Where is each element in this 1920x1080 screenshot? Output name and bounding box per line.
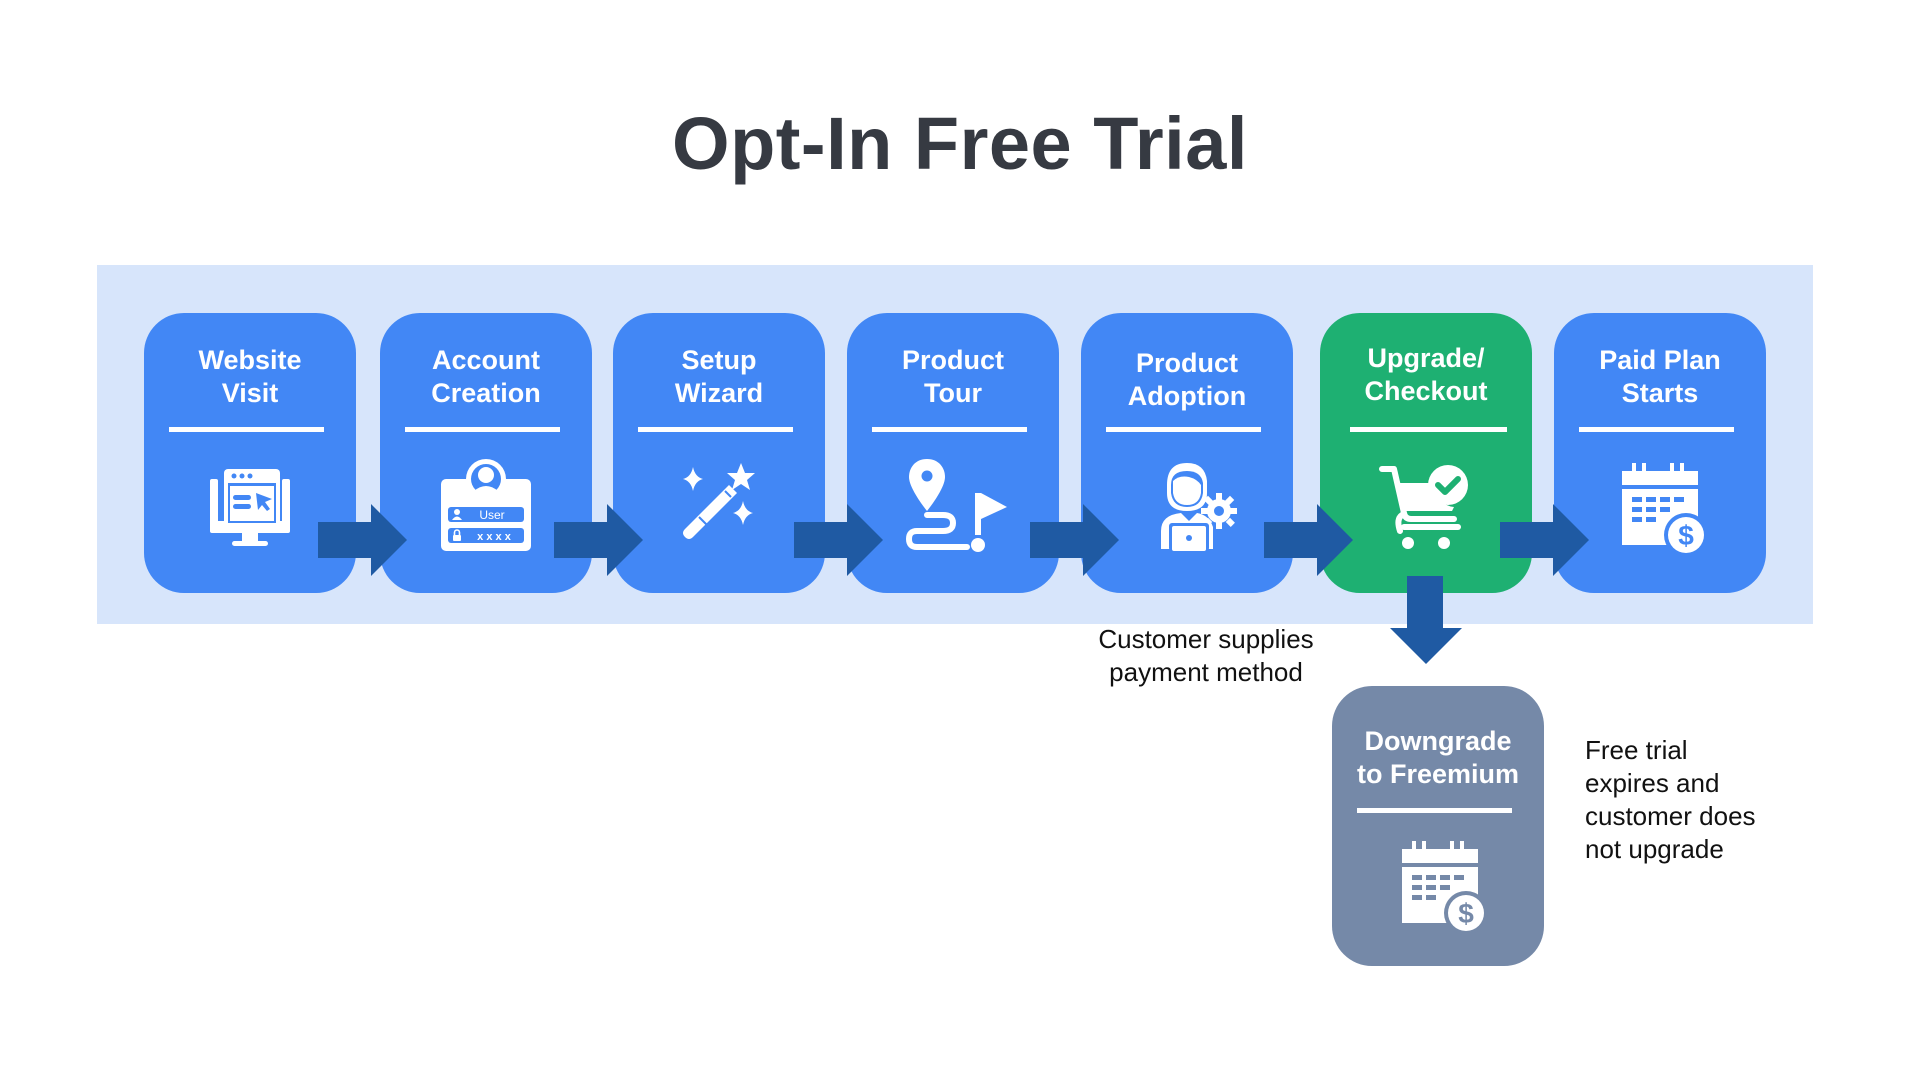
step-label-line1: Setup — [681, 345, 757, 375]
caption-line: Free trial — [1585, 735, 1688, 765]
step-product-adoption: Product Adoption — [1081, 313, 1293, 593]
arrow-right-icon — [1500, 504, 1589, 576]
route-flag-icon — [905, 457, 1007, 553]
arrow-right-icon — [1030, 504, 1119, 576]
step-label: Downgrade to Freemium — [1332, 725, 1544, 791]
calendar-dollar-icon: $ — [1392, 839, 1488, 935]
divider — [638, 427, 793, 432]
step-label: Product Adoption — [1081, 347, 1293, 413]
calendar-dollar-icon: $ — [1612, 461, 1708, 557]
step-label-line1: Paid Plan — [1599, 345, 1721, 375]
step-label-line2: Visit — [221, 378, 279, 408]
step-label-line2: Adoption — [1127, 381, 1247, 411]
step-label: Upgrade/ Checkout — [1320, 342, 1532, 408]
step-upgrade-checkout: Upgrade/ Checkout — [1320, 313, 1532, 593]
arrow-right-icon — [318, 504, 407, 576]
arrow-right-icon — [1264, 504, 1353, 576]
caption-line: expires and — [1585, 768, 1720, 798]
step-label-line1: Product — [901, 345, 1004, 375]
step-downgrade-to-freemium: Downgrade to Freemium $ — [1332, 686, 1544, 966]
step-label-line1: Account — [432, 345, 540, 375]
downgrade-condition-caption: Free trial expires and customer does not… — [1585, 734, 1885, 866]
step-product-tour: Product Tour — [847, 313, 1059, 593]
arrow-down-icon — [1390, 576, 1462, 664]
step-label-line1: Website — [198, 345, 302, 375]
magic-wand-icon — [671, 461, 767, 557]
step-website-visit: Website Visit — [144, 313, 356, 593]
step-label-line1: Upgrade/ — [1367, 343, 1485, 373]
divider — [405, 427, 560, 432]
caption-line: payment method — [1109, 657, 1303, 687]
caption-line: not upgrade — [1585, 834, 1724, 864]
step-label: Product Tour — [847, 344, 1059, 410]
website-monitor-icon — [202, 461, 298, 557]
step-label-line2: to Freemium — [1356, 759, 1520, 789]
svg-text:$: $ — [1458, 898, 1474, 929]
arrow-right-icon — [794, 504, 883, 576]
divider — [1579, 427, 1734, 432]
step-label-line2: Tour — [924, 378, 982, 408]
icon-user-field-text: User — [479, 508, 504, 522]
step-label-line1: Product — [1135, 348, 1238, 378]
step-label: Website Visit — [144, 344, 356, 410]
person-laptop-gear-icon — [1139, 457, 1237, 553]
step-paid-plan-starts: Paid Plan Starts $ — [1554, 313, 1766, 593]
divider — [1357, 808, 1512, 813]
step-label: Paid Plan Starts — [1554, 344, 1766, 410]
step-label: Account Creation — [380, 344, 592, 410]
step-label-line1: Downgrade — [1364, 726, 1512, 756]
cart-check-icon — [1378, 461, 1474, 557]
arrow-right-icon — [554, 504, 643, 576]
step-label-line2: Starts — [1621, 378, 1699, 408]
caption-line: customer does — [1585, 801, 1756, 831]
svg-text:$: $ — [1678, 520, 1694, 551]
page-title: Opt-In Free Trial — [672, 102, 1248, 185]
divider — [169, 427, 324, 432]
divider — [1106, 427, 1261, 432]
step-label-line2: Wizard — [674, 378, 764, 408]
divider — [872, 427, 1027, 432]
caption-line: Customer supplies — [1098, 624, 1314, 654]
icon-password-field-text: x x x x — [477, 531, 512, 543]
upgrade-condition-caption: Customer supplies payment method — [1046, 623, 1366, 689]
step-label: Setup Wizard — [613, 344, 825, 410]
step-label-line2: Checkout — [1364, 376, 1488, 406]
step-label-line2: Creation — [431, 378, 541, 408]
divider — [1350, 427, 1507, 432]
step-setup-wizard: Setup Wizard — [613, 313, 825, 593]
user-login-card-icon: User x x x x — [438, 457, 534, 553]
